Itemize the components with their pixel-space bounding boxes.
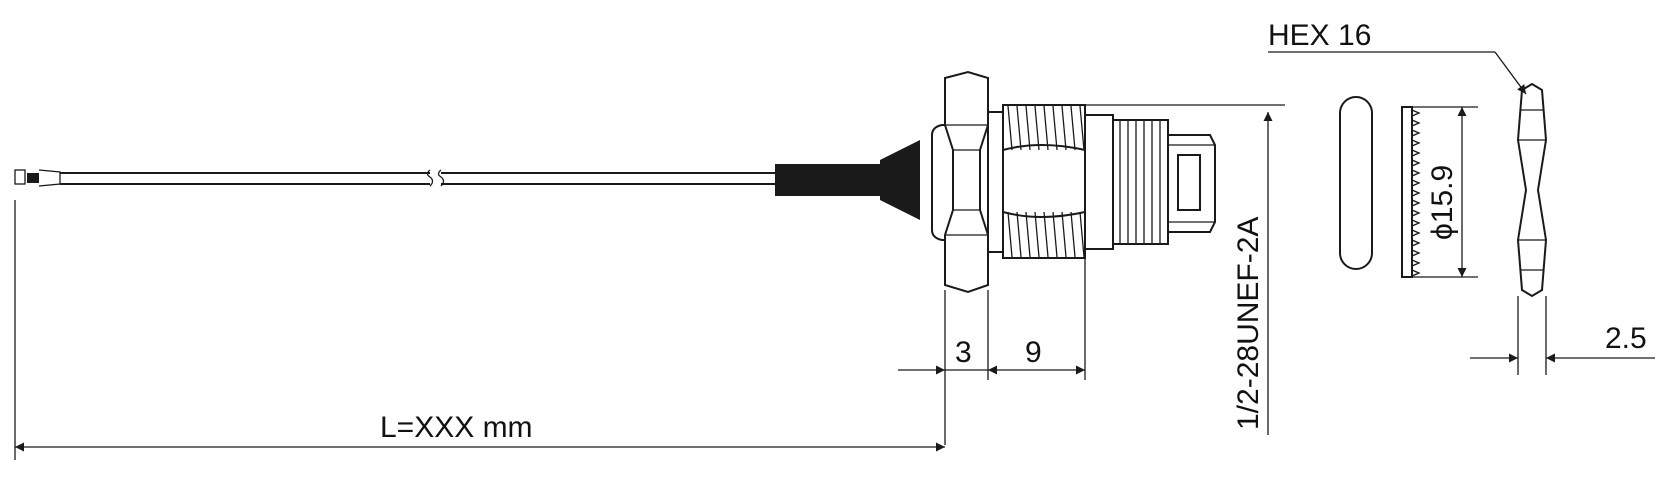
thread-tooth-bottom xyxy=(1043,211,1049,258)
length-label: L=XXX mm xyxy=(380,411,533,444)
washer-tooth xyxy=(1411,259,1421,267)
thread-label: 1/2-28UNEF-2A xyxy=(1232,217,1265,430)
washer-tooth xyxy=(1411,139,1421,147)
lock-washer-body xyxy=(1401,106,1413,278)
thread-tooth-top xyxy=(1061,105,1067,151)
thread-section xyxy=(1002,104,1086,259)
cable xyxy=(14,140,920,220)
threaded-body xyxy=(987,104,1086,259)
thread-tooth-top xyxy=(1034,105,1040,151)
coupling-pin-insulator xyxy=(1177,154,1201,211)
thread-inner-edge-bottom xyxy=(1002,211,1086,218)
nut-thickness-dimension: 2.5 xyxy=(1470,296,1655,375)
coupling-knurl xyxy=(1112,119,1169,245)
nut-thickness-label: 2.5 xyxy=(1605,322,1647,355)
washer-tooth xyxy=(1411,239,1421,247)
coupling-collar xyxy=(1084,114,1114,250)
washer-tooth xyxy=(1411,119,1421,127)
flange-ring xyxy=(931,124,959,241)
thread-tooth-bottom xyxy=(1016,211,1022,258)
washer-tooth xyxy=(1411,109,1421,117)
thread-tooth-top xyxy=(1070,105,1076,151)
flange xyxy=(931,124,959,241)
washer-tooth xyxy=(1411,159,1421,167)
hex-leader: HEX 16 xyxy=(1268,19,1527,95)
cable-tip-ferrule xyxy=(38,169,61,187)
washer-tooth xyxy=(1411,149,1421,157)
thread-tooth-bottom xyxy=(1025,211,1031,258)
washer-tooth xyxy=(1411,189,1421,197)
coupling-knurl-ribs xyxy=(1119,121,1161,243)
thread-shoulder xyxy=(987,111,1004,253)
washer-tooth xyxy=(1411,219,1421,227)
thread-tooth-bottom xyxy=(1034,211,1040,258)
washer-body xyxy=(1339,96,1373,270)
hex-nut-loose xyxy=(1516,82,1548,298)
thread-dimension: 1/2-28UNEF-2A xyxy=(1085,104,1285,435)
washer-tooth xyxy=(1411,179,1421,187)
lock-washer: ϕ15.9 xyxy=(1401,106,1478,278)
thread-tooth-top xyxy=(1052,105,1058,151)
loose-nut-body xyxy=(1516,82,1548,298)
thread-tooth-top xyxy=(1007,105,1013,151)
cable-tip-solder xyxy=(27,173,39,183)
thread-tooth-top xyxy=(1043,105,1049,151)
dim-9-label: 9 xyxy=(1025,336,1042,369)
dims-3-9: 3 9 xyxy=(898,258,1086,445)
cable-break-left xyxy=(426,169,434,187)
washer xyxy=(1339,96,1373,270)
diameter-label: ϕ15.9 xyxy=(1426,165,1459,240)
thread-tooth-bottom xyxy=(1007,211,1013,258)
thread-tooth-bottom xyxy=(1070,211,1076,258)
length-dimension: L=XXX mm xyxy=(14,200,945,460)
hex-label: HEX 16 xyxy=(1268,19,1371,52)
lock-washer-teeth xyxy=(1411,109,1421,277)
thread-tooth-top xyxy=(1079,105,1085,151)
washer-tooth xyxy=(1411,129,1421,137)
washer-tooth xyxy=(1411,229,1421,237)
thread-tooth-bottom xyxy=(1052,211,1058,258)
thread-tooth-bottom xyxy=(1061,211,1067,258)
hex-nut-mounted xyxy=(944,70,989,294)
thread-teeth-top xyxy=(1007,105,1085,151)
hex-nut-body xyxy=(944,70,989,294)
hex-leader-arrow xyxy=(1494,51,1527,95)
washer-tooth xyxy=(1411,169,1421,177)
washer-tooth xyxy=(1411,249,1421,257)
washer-tooth xyxy=(1411,199,1421,207)
thread-teeth-bottom xyxy=(1007,211,1085,258)
cable-jacket xyxy=(775,164,893,196)
cable-crimp-taper xyxy=(880,140,920,220)
thread-tooth-bottom xyxy=(1079,211,1085,258)
thread-inner-edge-top xyxy=(1002,144,1086,151)
cable-tip-contact xyxy=(14,169,26,185)
dim-3-label: 3 xyxy=(955,336,972,369)
washer-tooth xyxy=(1411,269,1421,277)
thread-tooth-top xyxy=(1025,105,1031,151)
washer-tooth xyxy=(1411,209,1421,217)
coupling xyxy=(1084,114,1216,250)
thread-tooth-top xyxy=(1016,105,1022,151)
